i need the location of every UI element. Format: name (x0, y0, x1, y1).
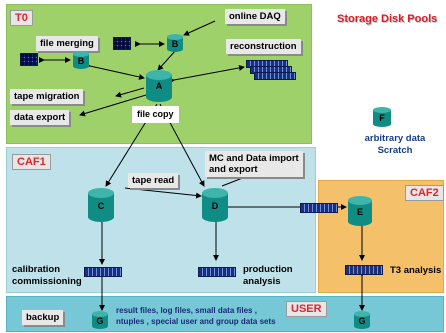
caf1-tag: CAF1 (12, 154, 51, 170)
pool-f-disk-icon: F (373, 107, 391, 127)
analysis-label: analysis (243, 276, 281, 287)
pool-a-disk-icon: A (146, 70, 172, 102)
mc-import-line-1: MC and Data import (209, 153, 299, 164)
data-export-label: data export (10, 110, 70, 125)
reconstruction-tapes-icon-3 (254, 72, 296, 80)
tape-migration-label: tape migration (10, 89, 84, 104)
pool-b-top-disk-icon: B (167, 34, 183, 52)
reconstruction-label: reconstruction (226, 39, 301, 54)
arbitrary-line-2: Scratch (377, 145, 413, 156)
commissioning-label: commissioning (12, 276, 82, 287)
calibration-label: calibration (12, 264, 61, 275)
calibration-tape-icon (84, 267, 122, 277)
pool-c-disk-icon: C (88, 188, 114, 222)
backup-label: backup (22, 310, 64, 325)
production-tape-icon (198, 267, 236, 277)
pool-d-disk-icon: D (202, 188, 228, 222)
file-merging-buffer-icon (113, 37, 131, 50)
production-label: production (243, 264, 293, 275)
t3-analysis-label: T3 analysis (390, 265, 442, 276)
caf2-tag: CAF2 (405, 185, 444, 201)
tape-read-label: tape read (128, 173, 179, 188)
file-copy-label: file copy (132, 106, 179, 123)
t3-tape-icon (345, 265, 383, 275)
t0-tag: T0 (10, 10, 33, 26)
user-region (6, 296, 444, 332)
file-merging-label: file merging (36, 36, 98, 51)
user-tag: USER (286, 301, 327, 317)
mc-import-label: MC and Data import and export (205, 151, 303, 177)
pool-b-left-disk-icon: B (73, 51, 89, 69)
pool-g-left-disk-icon: G (92, 311, 108, 329)
buffer-icon (20, 53, 38, 66)
caf2-link-tape-icon (300, 203, 338, 213)
diagram-title: Storage Disk Pools (337, 13, 438, 25)
arbitrary-data-label: arbitrary data Scratch (355, 133, 435, 157)
mc-import-line-2: and export (209, 164, 258, 175)
user-files-line-1: result files, log files, small data file… (116, 306, 257, 315)
pool-e-disk-icon: E (348, 196, 372, 226)
user-files-line-2: ntuples , special user and group data se… (116, 317, 276, 326)
pool-g-right-disk-icon: G (354, 311, 370, 329)
arbitrary-line-1: arbitrary data (364, 133, 426, 144)
online-daq-label: online DAQ (225, 9, 285, 24)
